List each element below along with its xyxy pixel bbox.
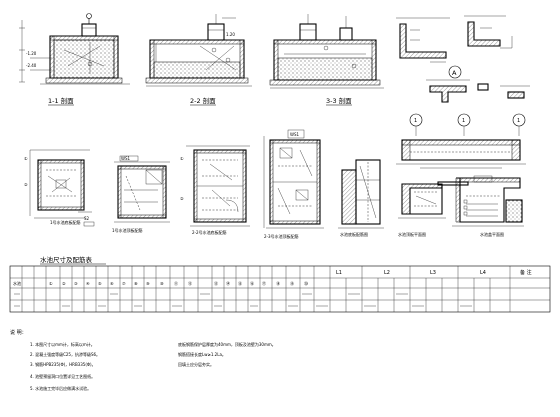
notes-right-line-2: 钢筋搭接长度Lw≥1.2La。 — [178, 351, 226, 357]
svg-text:⑨: ⑨ — [146, 281, 150, 286]
svg-text:①: ① — [180, 156, 184, 161]
plan-7-label: 水池盖平面图 — [480, 231, 504, 237]
table-header-symbols: 水池 ① ② ③ ④ ⑤ ⑥ ⑦ ⑧ ⑨ ⑩ ⑪ ⑫ ⑬ ⑭ ⑮ ⑯ ⑰ ⑱ ⑲… — [13, 280, 308, 286]
svg-text:⑰: ⑰ — [262, 280, 266, 286]
svg-text:⑳: ⑳ — [304, 280, 308, 286]
schedule-table: 水池尺寸及配筋表 — [9, 255, 551, 313]
table-header-note: 备 注 — [520, 269, 532, 276]
plan-3-label: 2-2号水池底板配筋 — [192, 229, 227, 235]
plan-1-label: 1号水池底板配筋 — [50, 219, 81, 225]
svg-text:-1.20: -1.20 — [26, 51, 37, 56]
svg-text:③: ③ — [74, 281, 78, 286]
plan-6: 水池顶板平面图 — [398, 183, 446, 237]
svg-text:⑭: ⑭ — [226, 280, 230, 286]
detail-beam — [396, 139, 526, 186]
notes-heading: 说 明： — [10, 329, 27, 336]
plan-6-label: 水池顶板平面图 — [398, 231, 426, 237]
notes-line-2: 2. 混凝土强度等级C25，抗渗等级S6。 — [30, 351, 100, 357]
svg-text:⑦: ⑦ — [122, 281, 126, 286]
notes-right-line-1: 底板钢筋保护层厚度为40mm，顶板及池壁为30mm。 — [178, 341, 276, 347]
plan-3: ① ② 2-2号水池底板配筋 — [180, 145, 250, 235]
svg-text:⑫: ⑫ — [188, 280, 192, 286]
section-2-2-label: 2-2 剖面 — [190, 96, 216, 105]
table-title: 水池尺寸及配筋表 — [40, 255, 93, 264]
notes-line-5: 5. 水池施工完毕后应做满水试验。 — [30, 385, 91, 391]
section-3-3-label: 3-3 剖面 — [326, 96, 352, 105]
svg-text:②: ② — [24, 182, 28, 187]
table-header-l2: L2 — [384, 270, 390, 276]
notes-line-3: 3. 钢筋HPB235(Φ)，HRB335(Φ)。 — [30, 361, 96, 367]
svg-text:⑲: ⑲ — [290, 280, 294, 286]
svg-text:1.20: 1.20 — [226, 32, 235, 37]
detail-marker-b: 1 — [414, 118, 417, 124]
plan-4: WS1 2-3号水池顶板配筋 — [263, 129, 324, 239]
svg-text:⑪: ⑪ — [174, 280, 178, 286]
table-row-glyphs — [14, 293, 472, 307]
detail-A: A — [426, 65, 530, 103]
plan-1: ① ② S2 1号水池底板配筋 — [24, 149, 95, 227]
notes-right-line-3: 回填土应分层夯实。 — [178, 361, 214, 367]
plan-5-label: 水池底板配筋图 — [340, 231, 368, 237]
section-1-1-label: 1-1 剖面 — [48, 96, 74, 105]
section-1-1: -1.20 -2.40 1-1 剖面 — [19, 13, 130, 106]
svg-text:⑮: ⑮ — [238, 280, 242, 286]
svg-text:⑧: ⑧ — [134, 281, 138, 286]
detail-marker-d: 1 — [517, 118, 520, 124]
plan-2-label: 1号水池顶板配筋 — [112, 227, 143, 233]
svg-text:⑯: ⑯ — [250, 280, 254, 286]
svg-text:②: ② — [180, 196, 184, 201]
svg-text:WS1: WS1 — [290, 132, 299, 137]
svg-text:⑱: ⑱ — [276, 280, 280, 286]
svg-text:⑥: ⑥ — [110, 281, 114, 286]
section-2-2: 1.20 2-2 剖面 — [145, 14, 252, 106]
detail-marker-a: A — [452, 69, 457, 77]
table-header-l4: L4 — [480, 270, 486, 276]
detail-wall-corner — [396, 15, 513, 63]
svg-text:①: ① — [24, 156, 28, 161]
svg-text:②: ② — [62, 281, 66, 286]
notes-line-4: 4. 池壁预留洞口位置详见工艺图纸。 — [30, 373, 95, 379]
plan-2: WS1 1号水池顶板配筋 — [112, 155, 170, 233]
svg-text:⑩: ⑩ — [160, 281, 164, 286]
svg-text:⑬: ⑬ — [214, 280, 218, 286]
detail-marker-c: 1 — [462, 118, 465, 124]
svg-text:S2: S2 — [84, 216, 90, 221]
section-3-3: 3-3 剖面 — [269, 14, 384, 106]
table-grid-columns — [21, 266, 511, 312]
svg-text:①: ① — [49, 281, 53, 286]
svg-text:-2.40: -2.40 — [26, 63, 37, 68]
detail-markers-row: 1 1 1 — [409, 113, 526, 136]
table-header-l3: L3 — [430, 270, 436, 276]
svg-text:WS1: WS1 — [121, 156, 130, 161]
notes: 说 明： 1. 本图尺寸以mm计，标高以m计。 2. 混凝土强度等级C25，抗渗… — [10, 329, 276, 391]
table-header-l1: L1 — [336, 270, 342, 276]
plan-4-label: 2-3号水池顶板配筋 — [264, 233, 299, 239]
svg-text:④: ④ — [86, 281, 90, 286]
plan-5: 水池底板配筋图 — [338, 159, 384, 237]
notes-line-1: 1. 本图尺寸以mm计，标高以m计。 — [30, 341, 95, 347]
svg-text:⑤: ⑤ — [98, 281, 102, 286]
plan-7: 水池盖平面图 — [452, 175, 524, 237]
svg-text:水池: 水池 — [13, 280, 21, 286]
